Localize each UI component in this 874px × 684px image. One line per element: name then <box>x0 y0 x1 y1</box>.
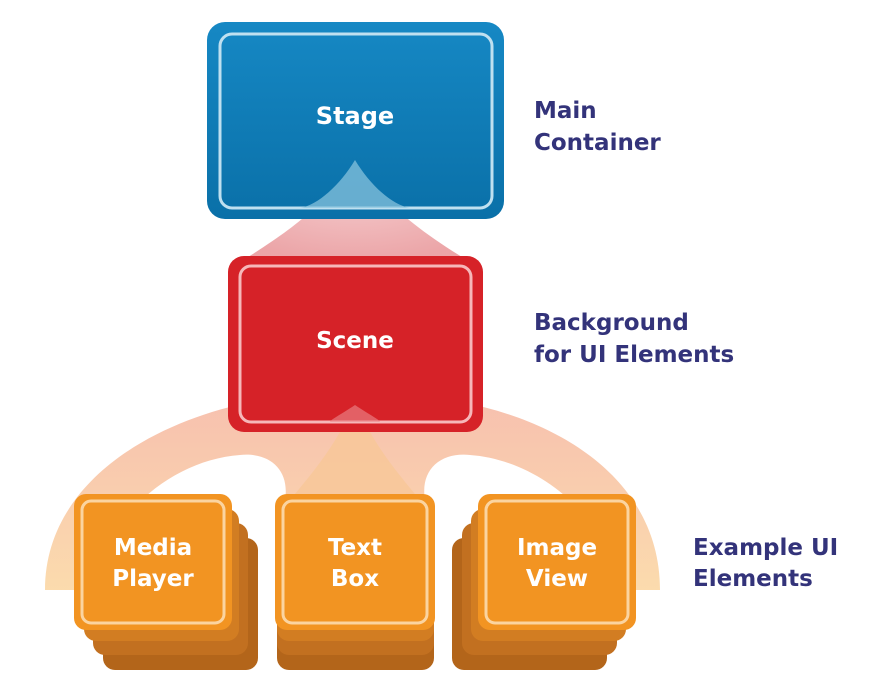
stage-annotation-line1: Main <box>534 98 597 124</box>
elements-annotation-line1: Example UI <box>693 535 838 561</box>
stage-node: Stage <box>207 22 504 219</box>
image-view-label-line1: Image <box>517 535 597 561</box>
scene-elements-connector-center <box>290 400 420 500</box>
scene-label: Scene <box>316 328 394 354</box>
text-box-label-line2: Box <box>331 566 379 592</box>
scene-node: Scene <box>228 256 483 432</box>
media-player-label-line1: Media <box>114 535 192 561</box>
media-player-label-line2: Player <box>112 566 194 592</box>
stage-annotation-line2: Container <box>534 130 661 156</box>
image-view-label-line2: View <box>526 566 588 592</box>
text-box-node: Text Box <box>275 494 435 670</box>
text-box-label-line1: Text <box>328 535 382 561</box>
image-view-node: Image View <box>452 494 636 670</box>
elements-annotation-line2: Elements <box>693 566 813 592</box>
stage-label: Stage <box>316 102 394 130</box>
media-player-node: Media Player <box>74 494 258 670</box>
scene-annotation-line1: Background <box>534 310 689 336</box>
scene-annotation-line2: for UI Elements <box>534 342 734 368</box>
